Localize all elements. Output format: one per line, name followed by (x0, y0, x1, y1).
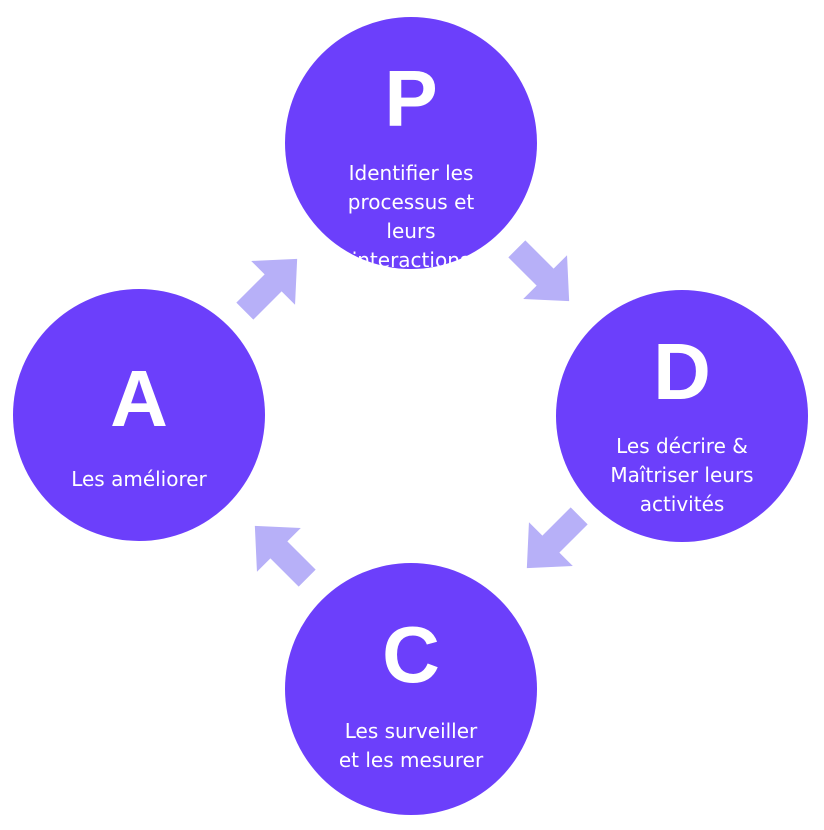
plan-description: Identifier les processus et leurs intera… (347, 161, 475, 272)
plan-letter: P (384, 54, 438, 143)
arrow-p-to-d-icon (498, 230, 588, 320)
do-letter: D (653, 327, 711, 416)
check-letter: C (382, 610, 440, 699)
act-letter: A (110, 354, 168, 443)
act-circle: A Les améliorer (13, 289, 265, 541)
check-circle: C Les surveiller et les mesurer (285, 563, 537, 815)
arrow-c-to-a-icon (236, 507, 326, 597)
do-description: Les décrire & Maîtriser leurs activités (610, 434, 754, 516)
plan-circle: P Identifier les processus et leurs inte… (285, 17, 537, 272)
do-circle: D Les décrire & Maîtriser leurs activité… (556, 290, 808, 542)
arrow-d-to-c-icon (508, 497, 598, 587)
act-description: Les améliorer (71, 467, 207, 491)
arrow-a-to-p-icon (226, 240, 316, 330)
check-description: Les surveiller et les mesurer (338, 719, 484, 772)
